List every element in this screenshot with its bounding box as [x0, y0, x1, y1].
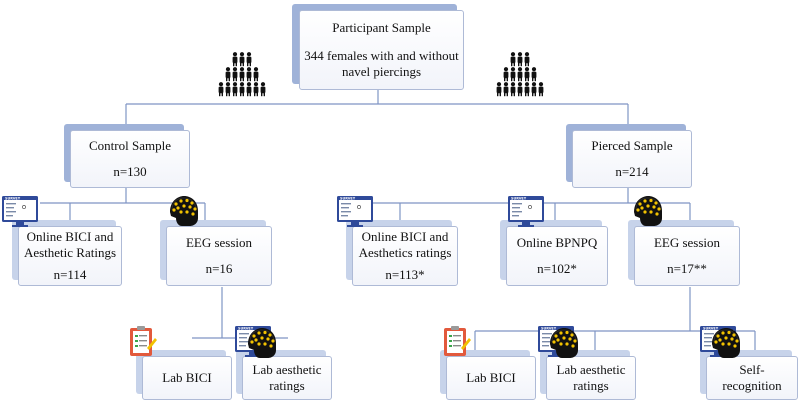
participant-sample-desc-2: navel piercings	[341, 64, 422, 79]
pierced-online-bpnpq-box: Online BPNPQ n=102*	[500, 220, 608, 286]
pierced-lab-bici-title: Lab BICI	[466, 370, 516, 385]
control-online-bici-box: Online BICI and Aesthetic Ratings n=114	[12, 220, 122, 286]
pierced-lab-aesthetic-title: Lab aesthetic	[556, 362, 626, 377]
control-sample-box: Control Sample n=130	[64, 124, 190, 188]
pierced-lab-aesthetic-box: Lab aesthetic ratings	[540, 350, 636, 400]
control-sample-title: Control Sample	[89, 138, 171, 153]
pierced-eeg-title: EEG session	[653, 235, 721, 250]
control-eeg-box: EEG session n=16	[160, 220, 272, 286]
pierced-eeg-n: n=17**	[667, 261, 707, 276]
control-eeg-n: n=16	[205, 261, 233, 276]
pierced-lab-bici-box: Lab BICI	[440, 350, 536, 400]
pierced-bpnpq-title: Online BPNPQ	[516, 235, 598, 250]
participant-sample-desc-1: 344 females with and without	[304, 48, 459, 63]
control-lab-bici-title: Lab BICI	[162, 370, 212, 385]
pierced-online-n: n=113*	[385, 267, 425, 282]
pierced-sample-title: Pierced Sample	[591, 138, 673, 153]
control-eeg-title: EEG session	[185, 235, 253, 250]
pierced-eeg-box: EEG session n=17**	[628, 220, 740, 286]
pierced-self-recognition-box: Self-recognition	[700, 350, 798, 400]
pierced-lab-aesthetic-title-2: ratings	[573, 378, 609, 393]
pierced-online-title-2: Aesthetics ratings	[358, 245, 452, 260]
pierced-sample-box: Pierced Sample n=214	[566, 124, 692, 188]
control-online-title-2: Aesthetic Ratings	[23, 245, 117, 260]
pierced-online-bici-box: Online BICI and Aesthetics ratings n=113…	[346, 220, 458, 286]
participant-sample-title: Participant Sample	[332, 20, 431, 35]
control-online-title: Online BICI and	[26, 229, 114, 244]
control-lab-aesthetic-title: Lab aesthetic	[252, 362, 322, 377]
control-sample-n: n=130	[113, 164, 147, 179]
pierced-online-title: Online BICI and	[361, 229, 449, 244]
control-online-n: n=114	[53, 267, 87, 282]
control-lab-aesthetic-box: Lab aesthetic ratings	[236, 350, 332, 400]
participant-sample-box: Participant Sample 344 females with and …	[292, 4, 464, 90]
pierced-bpnpq-n: n=102*	[537, 261, 577, 276]
control-lab-bici-box: Lab BICI	[136, 350, 232, 400]
pierced-sample-n: n=214	[615, 164, 649, 179]
control-lab-aesthetic-title-2: ratings	[269, 378, 305, 393]
pierced-self-recognition-title: Self-recognition	[722, 362, 782, 393]
